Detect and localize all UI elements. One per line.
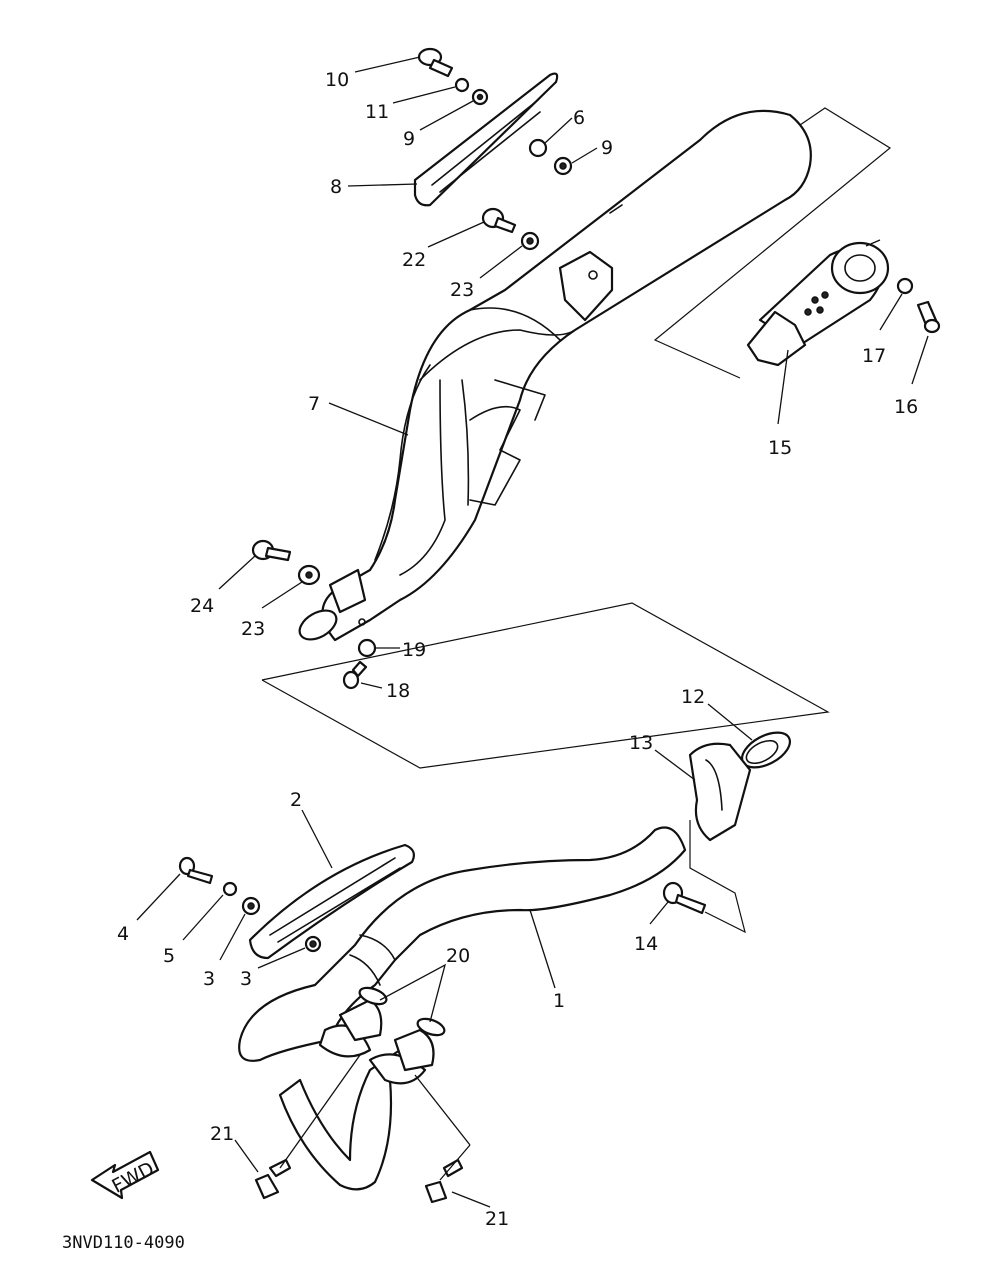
heat-protector-upper (413, 72, 559, 207)
bolt-4 (178, 856, 214, 885)
callout-4: 4 (117, 923, 129, 945)
callout-10: 10 (325, 69, 349, 91)
exhaust-pipe-1 (238, 826, 687, 1191)
muffler-assembly (298, 109, 812, 642)
callout-21-left: 21 (210, 1123, 234, 1145)
assembly-outline-silencer-end (653, 107, 892, 379)
nut-19 (357, 638, 377, 658)
callout-16: 16 (894, 396, 918, 418)
bolt-18 (342, 660, 368, 690)
bolt-10 (417, 47, 454, 78)
bolt-14 (662, 881, 707, 915)
gasket-20-left (358, 986, 388, 1006)
callout-9-upper-left: 9 (403, 128, 415, 150)
grommet-6 (528, 138, 548, 158)
washer-23-lower (297, 564, 321, 586)
bolt-22 (481, 207, 517, 234)
callout-3-upper: 3 (203, 968, 215, 990)
drawing-code: 3NVD110-4090 (62, 1233, 185, 1253)
callout-1: 1 (553, 990, 565, 1012)
spark-arrester-15 (746, 241, 890, 367)
clamp-13 (688, 742, 752, 842)
callout-11: 11 (365, 101, 389, 123)
gasket-20-right (416, 1017, 446, 1037)
callout-15: 15 (768, 437, 792, 459)
callout-8: 8 (330, 176, 342, 198)
bolt-24 (251, 539, 292, 562)
callout-18: 18 (386, 680, 410, 702)
callout-22: 22 (402, 249, 426, 271)
collar-11 (454, 77, 470, 93)
callout-24: 24 (190, 595, 214, 617)
washer-9-upper-right (553, 156, 573, 176)
callout-17: 17 (862, 345, 886, 367)
callout-23-upper: 23 (450, 279, 474, 301)
assembly-outline-muffler-joint (261, 602, 830, 769)
callout-3-lower: 3 (240, 968, 252, 990)
callout-23-lower: 23 (241, 618, 265, 640)
callout-7: 7 (308, 393, 320, 415)
callout-13: 13 (629, 732, 653, 754)
washer-23-upper (520, 231, 540, 251)
callout-21-right: 21 (485, 1208, 509, 1230)
callout-14: 14 (634, 933, 658, 955)
washer-3-lower (304, 935, 322, 953)
callout-2: 2 (290, 789, 302, 811)
callout-labels: 10 11 9 6 9 8 22 23 7 17 16 15 24 23 19 … (117, 69, 918, 1230)
assembly-outline-pipe-joint (689, 820, 746, 934)
collar-5 (222, 881, 238, 897)
callout-12: 12 (681, 686, 705, 708)
callout-9-upper-right: 9 (601, 137, 613, 159)
leader-lines (136, 56, 929, 1208)
callout-6: 6 (573, 107, 585, 129)
washer-3-upper (241, 896, 261, 916)
nut-21-right (424, 1158, 464, 1204)
forward-arrow-icon: FWD (90, 1150, 160, 1200)
callout-5: 5 (163, 945, 175, 967)
washer-9-upper-left (471, 88, 489, 106)
callout-19: 19 (402, 639, 426, 661)
callout-20: 20 (446, 945, 470, 967)
washer-17 (896, 277, 914, 295)
heat-protector-lower (248, 843, 415, 960)
nut-21-left (254, 1158, 292, 1200)
bolt-16 (916, 300, 941, 334)
